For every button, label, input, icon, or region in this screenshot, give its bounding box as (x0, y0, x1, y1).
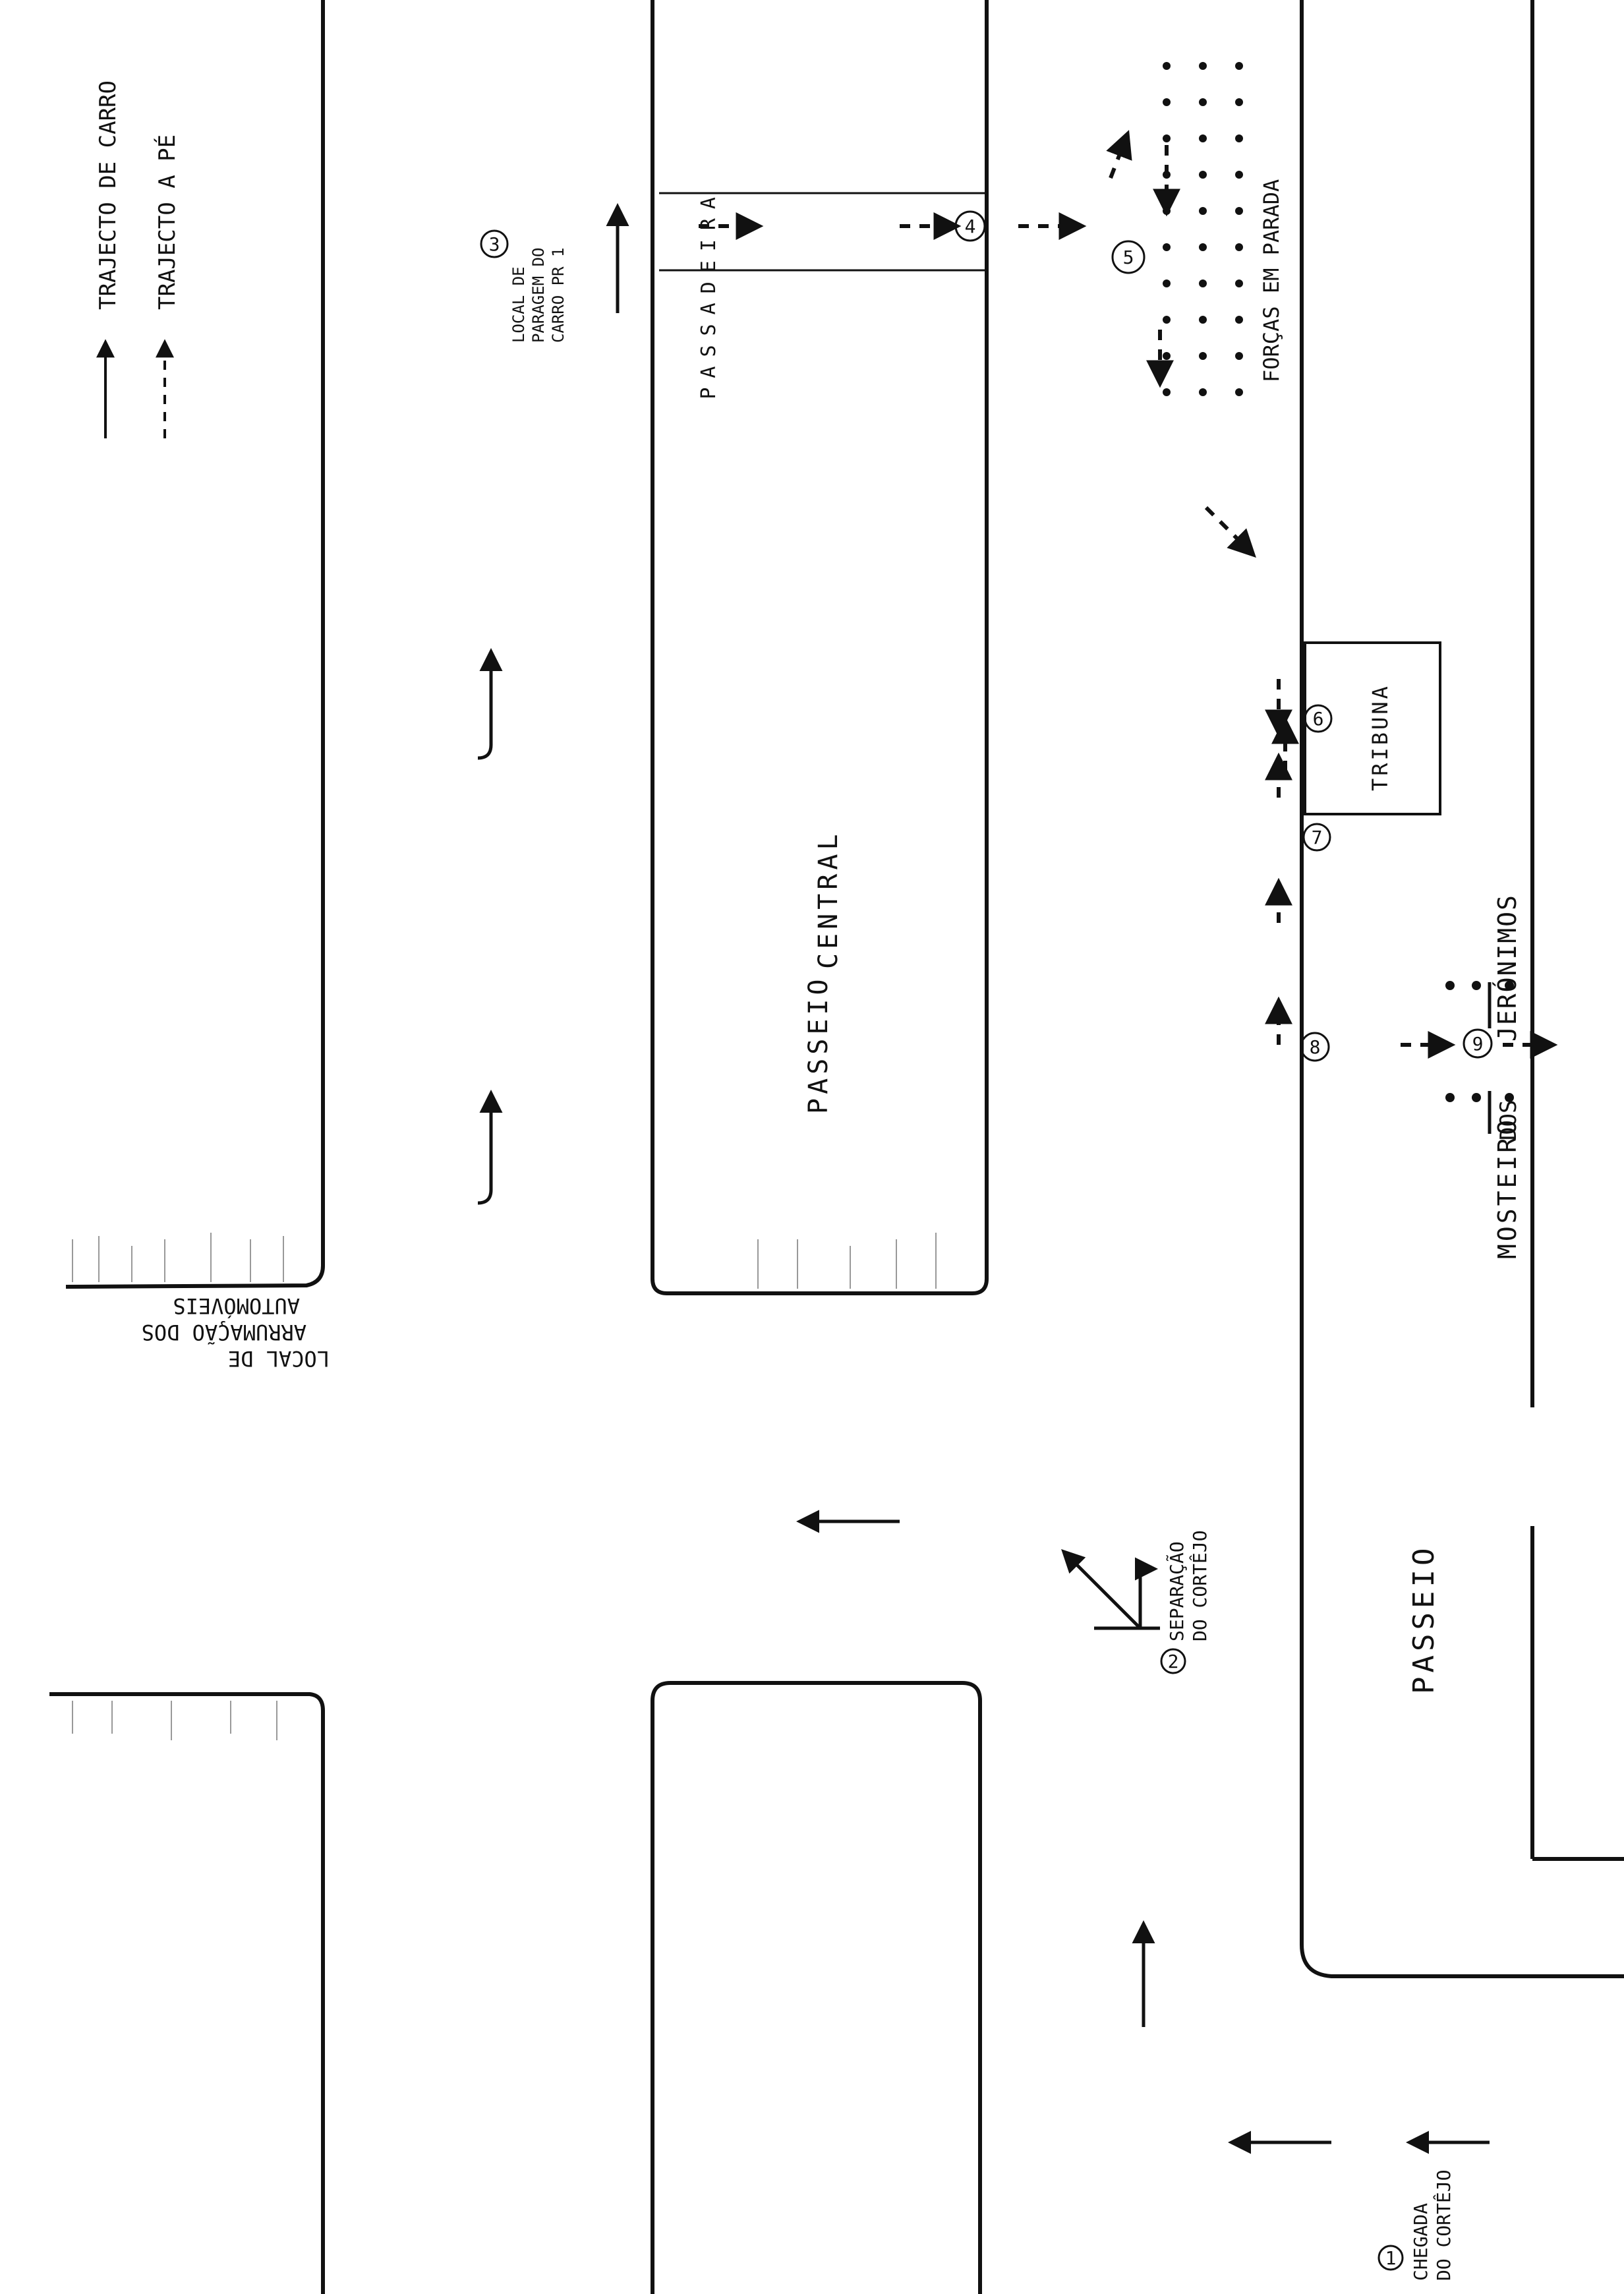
formation-dot (1163, 62, 1171, 70)
block-left-bottom (49, 1692, 325, 2294)
car-arrow-a (477, 648, 503, 760)
marker-captions: CHEGADA DO CORTÊJO SEPARAÇÃO DO CORTÊJO … (509, 248, 1455, 2281)
passadeira-label: PASSADEIRA (697, 188, 720, 399)
separation-arrow-a (1061, 1549, 1142, 1630)
marker-5-circle (1111, 240, 1146, 274)
local-label-1: LOCAL DE (228, 1346, 330, 1371)
street-blocks (49, 0, 1624, 2294)
marker-4-num: 4 (965, 216, 976, 237)
marker-8-circle (1300, 1032, 1330, 1062)
marker-1-num: 1 (1385, 2247, 1397, 2269)
markers (480, 210, 1493, 2271)
local-label-3: AUTOMÓVEIS (173, 1293, 300, 1319)
forces-grid (1163, 62, 1243, 396)
forcas-label: FORÇAS EM PARADA (1259, 179, 1284, 382)
marker-1-line2: DO CORTÊJO (1432, 2169, 1455, 2281)
formation-dot (1199, 279, 1207, 287)
marker-7-num: 7 (1312, 827, 1323, 848)
block-central-top (651, 0, 989, 1295)
walk-route (699, 130, 1558, 1059)
formation-dot (1235, 207, 1243, 215)
car-arrow-b (477, 1090, 503, 1205)
marker-2-num: 2 (1168, 1651, 1179, 1672)
mosteiro-label-2: DOS (1495, 1100, 1522, 1140)
formation-dot (1235, 134, 1243, 142)
scan-marks (72, 1233, 937, 1740)
car-route (477, 203, 1490, 2154)
mosteiro-label-1: MOSTEIRO (1493, 1117, 1522, 1259)
formation-dot (1163, 316, 1171, 324)
marker-6-num: 6 (1313, 708, 1324, 730)
marker-3-num: 3 (489, 233, 500, 255)
marker-3-line3: CARRO PR 1 (549, 248, 567, 343)
formation-dot (1163, 171, 1171, 179)
marker-1-line1: CHEGADA (1410, 2203, 1432, 2281)
formation-dot (1199, 243, 1207, 251)
formation-dot (1235, 388, 1243, 396)
formation-dot (1235, 279, 1243, 287)
legend-car-label: TRAJECTO DE CARRO (95, 80, 121, 310)
formation-dot (1199, 171, 1207, 179)
marker-4-circle (954, 210, 986, 242)
tribuna-box (1304, 641, 1441, 815)
formation-dot (1199, 62, 1207, 70)
formation-dot (1163, 243, 1171, 251)
block-central-bottom (651, 1681, 982, 2294)
legend-walk-label: TRAJECTO A PÉ (154, 134, 181, 310)
formation-dot (1235, 62, 1243, 70)
marker-9-circle (1463, 1028, 1493, 1059)
formation-dot (1235, 316, 1243, 324)
legend: TRAJECTO DE CARRO TRAJECTO A PÉ (95, 80, 181, 438)
marker-2-line2: DO CORTÊJO (1188, 1530, 1211, 1641)
local-label-2: ARRUMAÇÃO DOS (142, 1320, 306, 1345)
formation-dot (1163, 207, 1171, 215)
passeio-central-label-1: PASSEIO (803, 975, 834, 1114)
marker-7-circle (1302, 823, 1331, 852)
formation-dot (1235, 352, 1243, 360)
separation-arrow-b (1134, 1557, 1158, 1628)
formation-dot (1163, 352, 1171, 360)
marker-5-num: 5 (1123, 247, 1134, 268)
marker-numbers: 1 2 3 4 5 6 7 8 9 (489, 216, 1484, 2269)
formation-dot (1163, 388, 1171, 396)
mosteiro-label-3: JERÓNIMOS (1493, 894, 1522, 1042)
formation-dot (1163, 98, 1171, 106)
formation-dot (1199, 352, 1207, 360)
formation-dot (1235, 243, 1243, 251)
marker-1-circle (1378, 2245, 1404, 2271)
formation-dot (1199, 207, 1207, 215)
passeio-central-label-2: CENTRAL (813, 830, 844, 969)
formation-dot (1235, 98, 1243, 106)
formation-dot (1199, 388, 1207, 396)
marker-3-line1: LOCAL DE (509, 266, 528, 343)
marker-2-circle (1160, 1648, 1186, 1674)
formation-dot (1199, 316, 1207, 324)
marker-3-circle (480, 229, 509, 258)
entrance-dots (1445, 981, 1514, 1102)
marker-2-line1: SEPARAÇÃO (1166, 1541, 1188, 1641)
marker-9-num: 9 (1472, 1033, 1484, 1055)
formation-dot (1163, 279, 1171, 287)
block-left-top (65, 0, 325, 1289)
marker-8-num: 8 (1310, 1036, 1321, 1058)
walk-arrow-forces-b (1204, 506, 1256, 558)
formation-dot (1199, 134, 1207, 142)
formation-dot (1163, 134, 1171, 142)
formation-dot (1199, 98, 1207, 106)
walk-arrow-5-out (1106, 130, 1132, 179)
tribuna-label: TRIBUNA (1368, 684, 1393, 791)
area-labels: PASSADEIRA PASSEIO CENTRAL PASSEIO TRIBU… (142, 179, 1522, 1694)
formation-dot (1235, 171, 1243, 179)
road-edge-right (1300, 0, 1624, 1978)
marker-6-circle (1304, 704, 1333, 733)
marker-3-line2: PARAGEM DO (529, 248, 548, 343)
passeio-label: PASSEIO (1407, 1544, 1441, 1694)
